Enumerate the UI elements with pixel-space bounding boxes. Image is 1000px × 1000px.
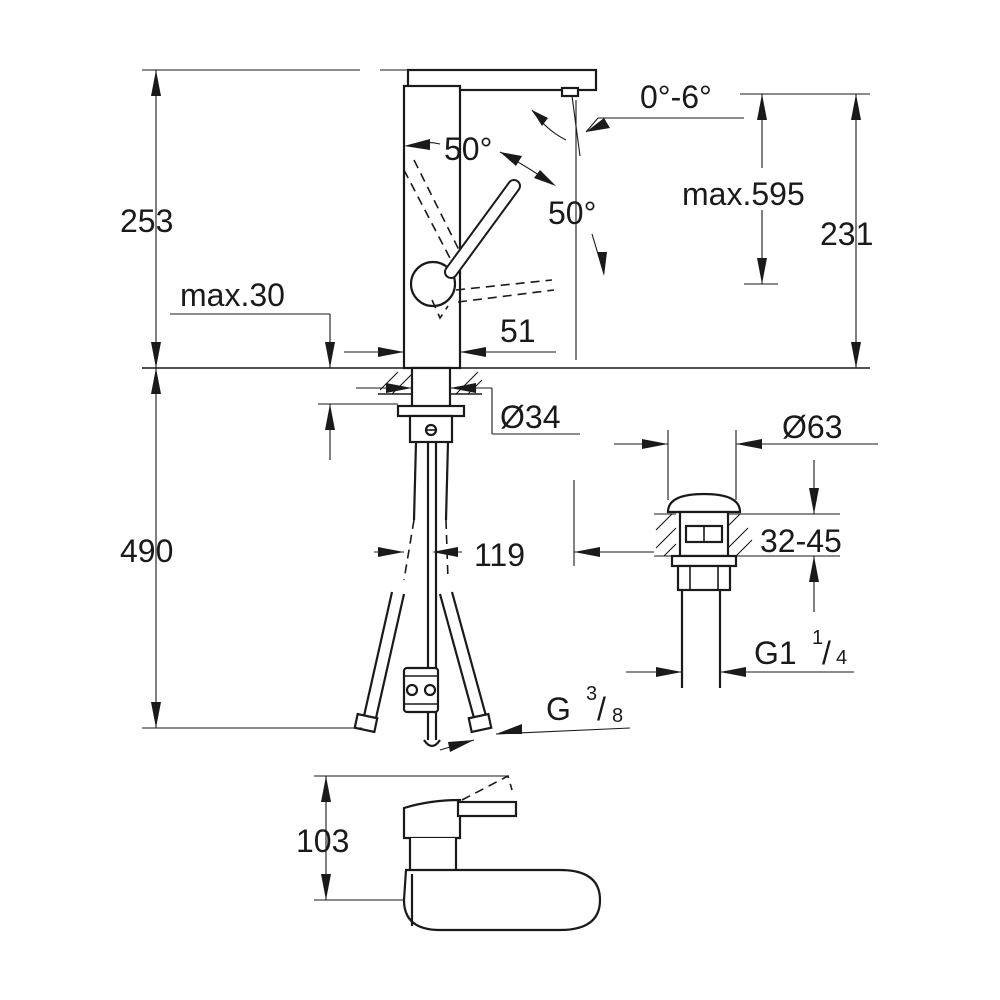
label-angle-outlet: 0°-6° xyxy=(640,79,712,115)
label-g1-num: 1 xyxy=(812,627,823,649)
dimension-231 xyxy=(740,93,870,368)
dimension-103 xyxy=(314,775,508,901)
dimension-63 xyxy=(614,430,878,500)
dimension-253 xyxy=(142,69,408,368)
label-253: 253 xyxy=(120,203,173,239)
dimension-waste-offset xyxy=(573,480,654,566)
supply-hoses xyxy=(353,441,493,748)
pop-up-waste xyxy=(654,492,753,688)
label-231: 231 xyxy=(820,216,873,252)
dimension-g38 xyxy=(439,724,631,752)
label-490: 490 xyxy=(120,533,173,569)
dimension-490 xyxy=(142,368,362,729)
label-g-den: 8 xyxy=(612,705,623,727)
label-angle-right: 50° xyxy=(548,195,596,231)
faucet-body xyxy=(402,68,598,370)
label-g1-slash: / xyxy=(822,635,831,671)
label-g1-den: 4 xyxy=(836,647,847,669)
angle-marks xyxy=(404,95,744,276)
mounting-shank xyxy=(396,366,466,444)
label-d34: Ø34 xyxy=(500,399,560,435)
lever-detail xyxy=(402,774,602,932)
dimension-32-45 xyxy=(752,460,840,612)
label-max30: max.30 xyxy=(180,277,285,313)
dimension-595 xyxy=(744,94,778,285)
label-g1: G1 xyxy=(754,635,797,671)
dimension-119 xyxy=(374,547,462,557)
label-max595: max.595 xyxy=(682,176,805,212)
label-angle-left: 50° xyxy=(444,131,492,167)
label-51: 51 xyxy=(500,313,536,349)
label-103: 103 xyxy=(296,823,349,859)
dimension-51 xyxy=(344,100,577,360)
label-119: 119 xyxy=(474,537,525,573)
label-g-slash: / xyxy=(597,691,606,727)
angle-labels: 0°-6° 50° 50° xyxy=(444,79,712,231)
label-g: G xyxy=(546,691,571,727)
deck-line xyxy=(142,367,870,395)
dimension-g114 xyxy=(626,667,854,677)
label-32-45: 32-45 xyxy=(760,523,842,559)
lever-dashed-positions xyxy=(403,159,555,320)
label-g-num: 3 xyxy=(586,683,597,705)
dimension-labels: 253 490 231 max.595 max.30 51 Ø34 119 Ø6… xyxy=(120,176,873,859)
label-d63: Ø63 xyxy=(782,409,842,445)
dimension-34 xyxy=(356,383,580,435)
dimension-max30 xyxy=(170,313,398,460)
